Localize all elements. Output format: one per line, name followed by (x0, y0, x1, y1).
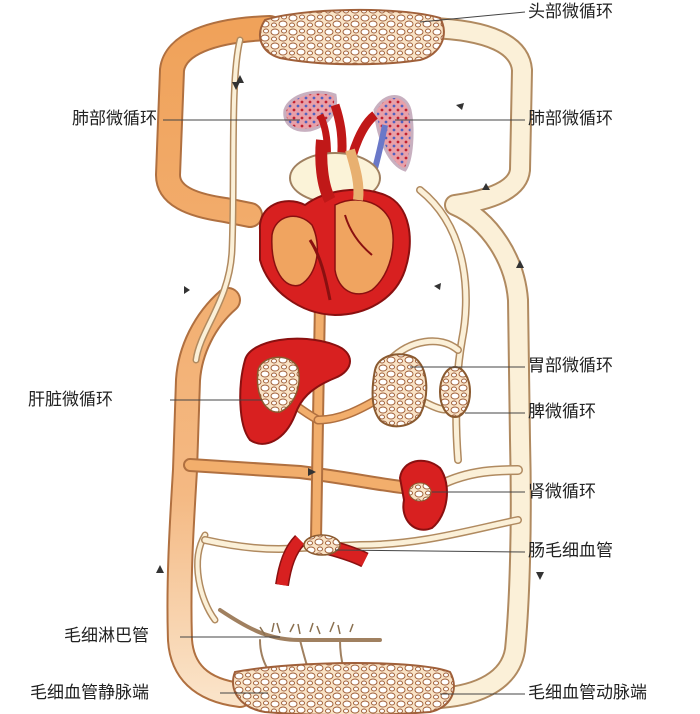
right-main-vessel (419, 17, 534, 709)
heart (258, 139, 411, 317)
peripheral-capillary-bed (232, 662, 455, 714)
label-lung-microcirculation-left: 肺部微循环 (72, 109, 157, 129)
label-head-microcirculation: 头部微循环 (528, 2, 613, 22)
lymph-capillaries (259, 621, 354, 636)
label-lymph-capillaries: 毛细淋巴管 (64, 626, 149, 646)
left-lung-capillaries (283, 90, 338, 132)
spleen (439, 366, 471, 418)
label-stomach-microcirculation: 胃部微循环 (528, 356, 613, 376)
liver (239, 337, 351, 445)
flow-arrows (156, 75, 544, 580)
label-lung-microcirculation-right: 肺部微循环 (528, 109, 613, 129)
label-intestine-capillaries: 肠毛细血管 (528, 541, 613, 561)
stomach (371, 353, 428, 428)
lungs (283, 90, 414, 191)
intestine (275, 534, 369, 587)
leader-lines (163, 11, 526, 695)
label-liver-microcirculation: 肝脏微循环 (28, 390, 113, 410)
label-capillary-arterial-end: 毛细血管动脉端 (528, 683, 647, 703)
head-capillary-bed (259, 8, 445, 66)
label-kidney-microcirculation: 肾微循环 (528, 482, 596, 502)
label-capillary-venous-end: 毛细血管静脉端 (30, 683, 149, 703)
label-spleen-microcirculation: 脾微循环 (528, 402, 596, 422)
right-lung-capillaries (373, 95, 414, 172)
kidney (398, 459, 448, 531)
